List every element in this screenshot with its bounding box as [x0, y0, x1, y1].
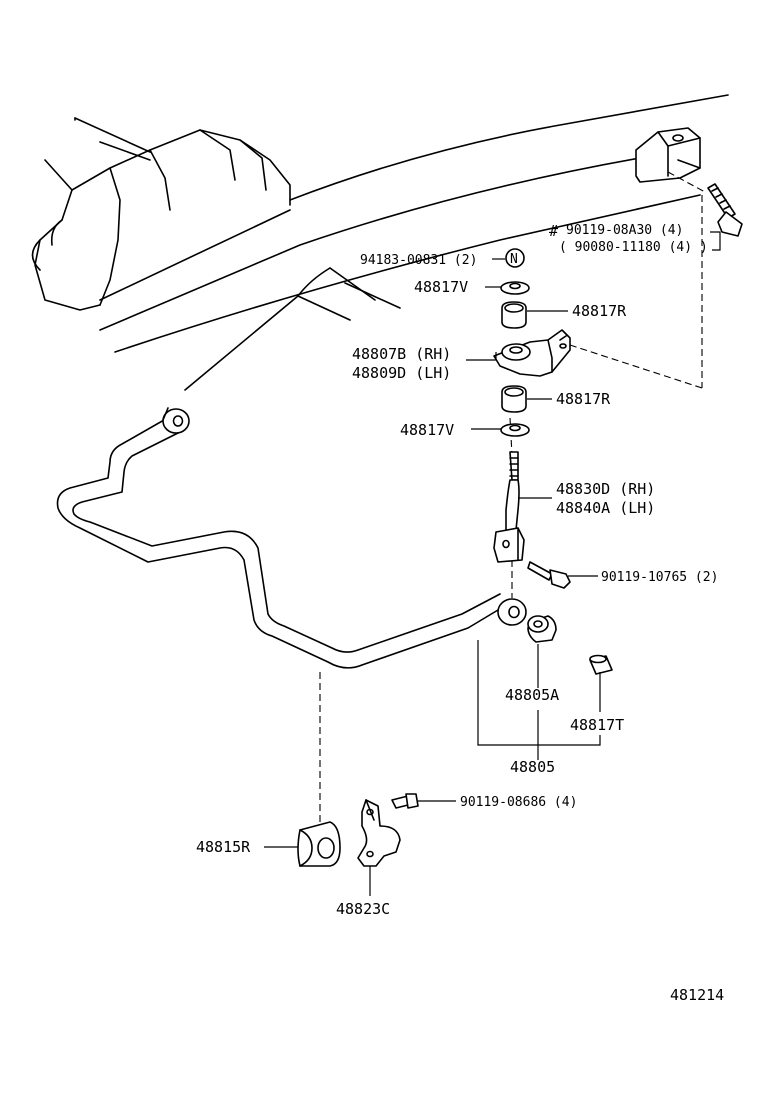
bushing-48815r — [297, 821, 341, 867]
diagram-id: 481214 — [670, 986, 724, 1004]
bolt-90119-08686 — [391, 793, 419, 809]
label-bushing: 48805A — [505, 686, 559, 704]
bolt-90119-10765 — [527, 561, 571, 589]
bolt-90119-08a30 — [707, 183, 743, 237]
label-link-rh: 48830D (RH) — [556, 480, 655, 498]
label-cushion-lower: 48817V — [400, 421, 454, 439]
bracket-48823c — [357, 799, 401, 867]
label-collar: 48817T — [570, 716, 624, 734]
bushing-48805a — [527, 615, 557, 643]
nut-symbol: N — [510, 252, 518, 267]
label-bracket-stab: 48823C — [336, 900, 390, 918]
part-labels: # 90119-08A30 (4) ( 90080-11180 (4) ) 94… — [196, 222, 724, 1004]
label-bolt-bracket: 90119-08686 (4) — [460, 795, 577, 810]
stabilizer-bar — [56, 407, 527, 669]
vehicle-frame-illustration — [31, 94, 729, 391]
parts-stack — [493, 248, 571, 437]
leader-lines — [264, 231, 721, 896]
label-bolt-link: 90119-10765 (2) — [601, 570, 718, 585]
label-cushion-upper: 48817V — [414, 278, 468, 296]
label-bracket-rh: 48807B (RH) — [352, 345, 451, 363]
label-link-lh: 48840A (LH) — [556, 499, 655, 517]
collar-48817t — [589, 654, 613, 675]
label-bushing-stab: 48815R — [196, 838, 251, 856]
stabilizer-link — [493, 451, 525, 563]
label-cushion-lower-r: 48817R — [556, 390, 611, 408]
label-bolt-main: 90119-08A30 (4) — [566, 223, 683, 238]
label-bolt-alt: ( 90080-11180 (4) ) — [559, 240, 708, 255]
label-cushion-upper-r: 48817R — [572, 302, 627, 320]
label-stabilizer: 48805 — [510, 758, 555, 776]
label-bracket-lh: 48809D (LH) — [352, 364, 451, 382]
label-nut-top: 94183-00831 (2) — [360, 253, 477, 268]
hash-mark: # — [549, 222, 558, 240]
